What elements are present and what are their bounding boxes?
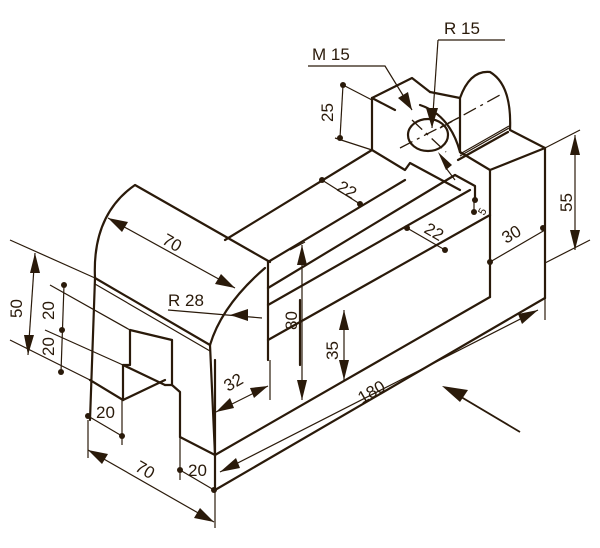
label-32: 32 — [221, 370, 247, 396]
label-25: 25 — [318, 103, 337, 122]
view-direction-arrow — [442, 386, 521, 433]
label-22-top: 22 — [334, 177, 360, 203]
label-70-arc: 70 — [159, 230, 185, 256]
label-70-base: 70 — [132, 457, 158, 483]
part-outline — [88, 70, 547, 492]
label-55: 55 — [557, 193, 576, 212]
dimension-lines — [9, 39, 591, 528]
label-r15: R 15 — [444, 19, 480, 38]
label-m15: M 15 — [312, 45, 350, 64]
label-20-upper: 20 — [39, 301, 58, 320]
label-20-foot: 20 — [96, 403, 115, 422]
label-50: 50 — [7, 299, 26, 318]
label-5: 5 — [476, 206, 489, 217]
label-180: 180 — [355, 377, 389, 408]
label-r28: R 28 — [168, 291, 204, 310]
label-35: 35 — [323, 341, 342, 360]
label-20-lower: 20 — [39, 337, 58, 356]
label-20-base: 20 — [188, 461, 207, 480]
label-80: 80 — [282, 311, 301, 330]
